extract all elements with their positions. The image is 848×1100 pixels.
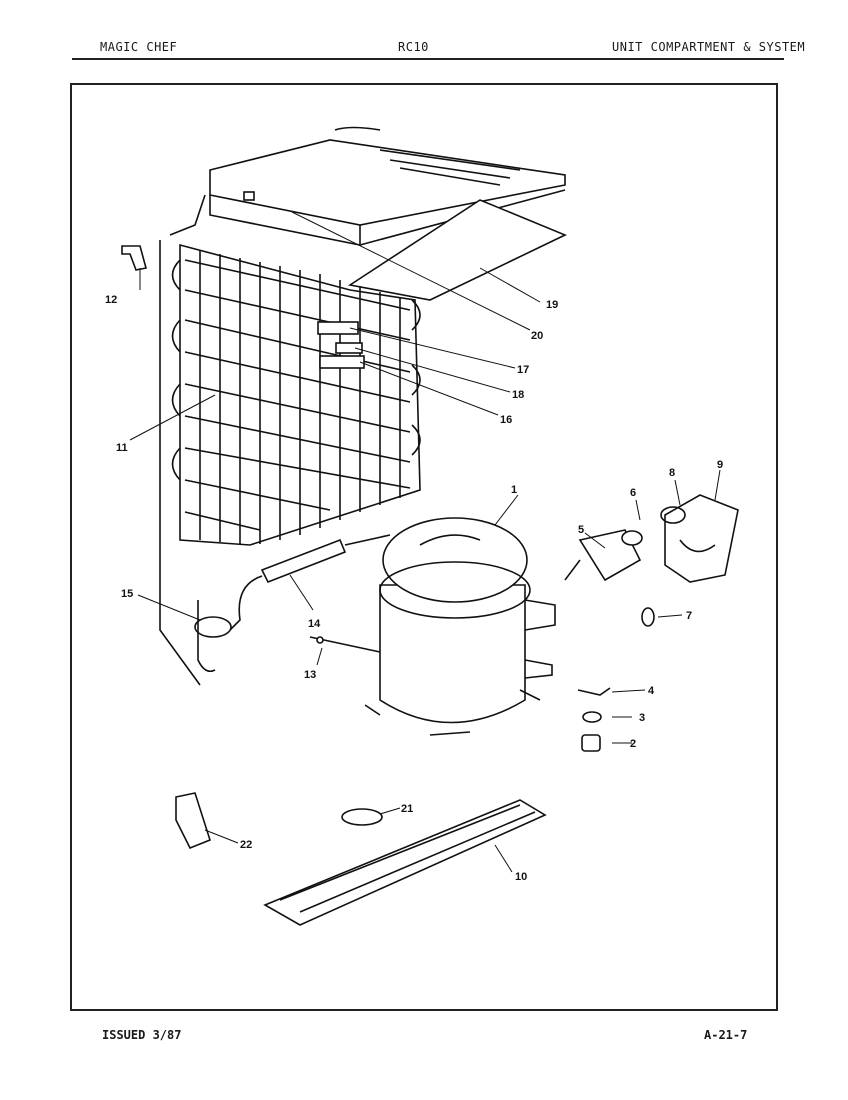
callout-3: 3: [639, 712, 645, 724]
process-tube: [309, 636, 381, 653]
footer-issue-date: ISSUED 3/87: [102, 1028, 182, 1042]
spacer-plate: [341, 808, 383, 826]
partition-plate: [347, 199, 567, 301]
header-brand: MAGIC CHEF: [100, 40, 178, 54]
callout-2: 2: [630, 738, 636, 750]
callout-13: 13: [304, 669, 316, 681]
bolt-part: [121, 245, 147, 271]
grommet: [641, 607, 655, 627]
mounting-hardware: [577, 687, 611, 752]
callout-6: 6: [630, 487, 636, 499]
valve-part: [194, 600, 232, 673]
header-rule: [72, 58, 784, 60]
callout-9: 9: [717, 459, 723, 471]
callout-7: 7: [686, 610, 692, 622]
callout-22: 22: [240, 839, 252, 851]
callout-1: 1: [511, 484, 517, 496]
callout-16: 16: [500, 414, 512, 426]
callout-20: 20: [531, 330, 543, 342]
relay-assembly: [564, 529, 643, 582]
header-section-title: UNIT COMPARTMENT & SYSTEM: [612, 40, 806, 54]
callout-11: 11: [116, 442, 128, 454]
callout-4: 4: [648, 685, 655, 697]
callout-labels: 1 2 3 4 5 6 7 8 9 10 11 12 13 14 15 16 1…: [105, 294, 723, 883]
diagram-frame: [70, 83, 778, 1011]
base-rail: [263, 799, 547, 926]
compressor: [364, 517, 556, 736]
terminal-cover: [660, 494, 739, 583]
header-model: RC10: [398, 40, 429, 54]
mounting-brackets: [317, 321, 365, 369]
callout-18: 18: [512, 389, 524, 401]
condenser-coil: [159, 194, 421, 686]
callout-12: 12: [105, 294, 117, 306]
callout-14: 14: [308, 618, 321, 630]
callout-19: 19: [546, 299, 558, 311]
callout-10: 10: [515, 871, 527, 883]
bracket-part: [175, 792, 211, 850]
callout-17: 17: [517, 364, 529, 376]
callout-8: 8: [669, 467, 675, 479]
callout-21: 21: [401, 803, 413, 815]
footer-page-code: A-21-7: [704, 1028, 748, 1042]
callout-5: 5: [578, 524, 584, 536]
filter-drier: [229, 534, 391, 631]
leader-lines: [129, 211, 721, 873]
callout-15: 15: [121, 588, 133, 600]
